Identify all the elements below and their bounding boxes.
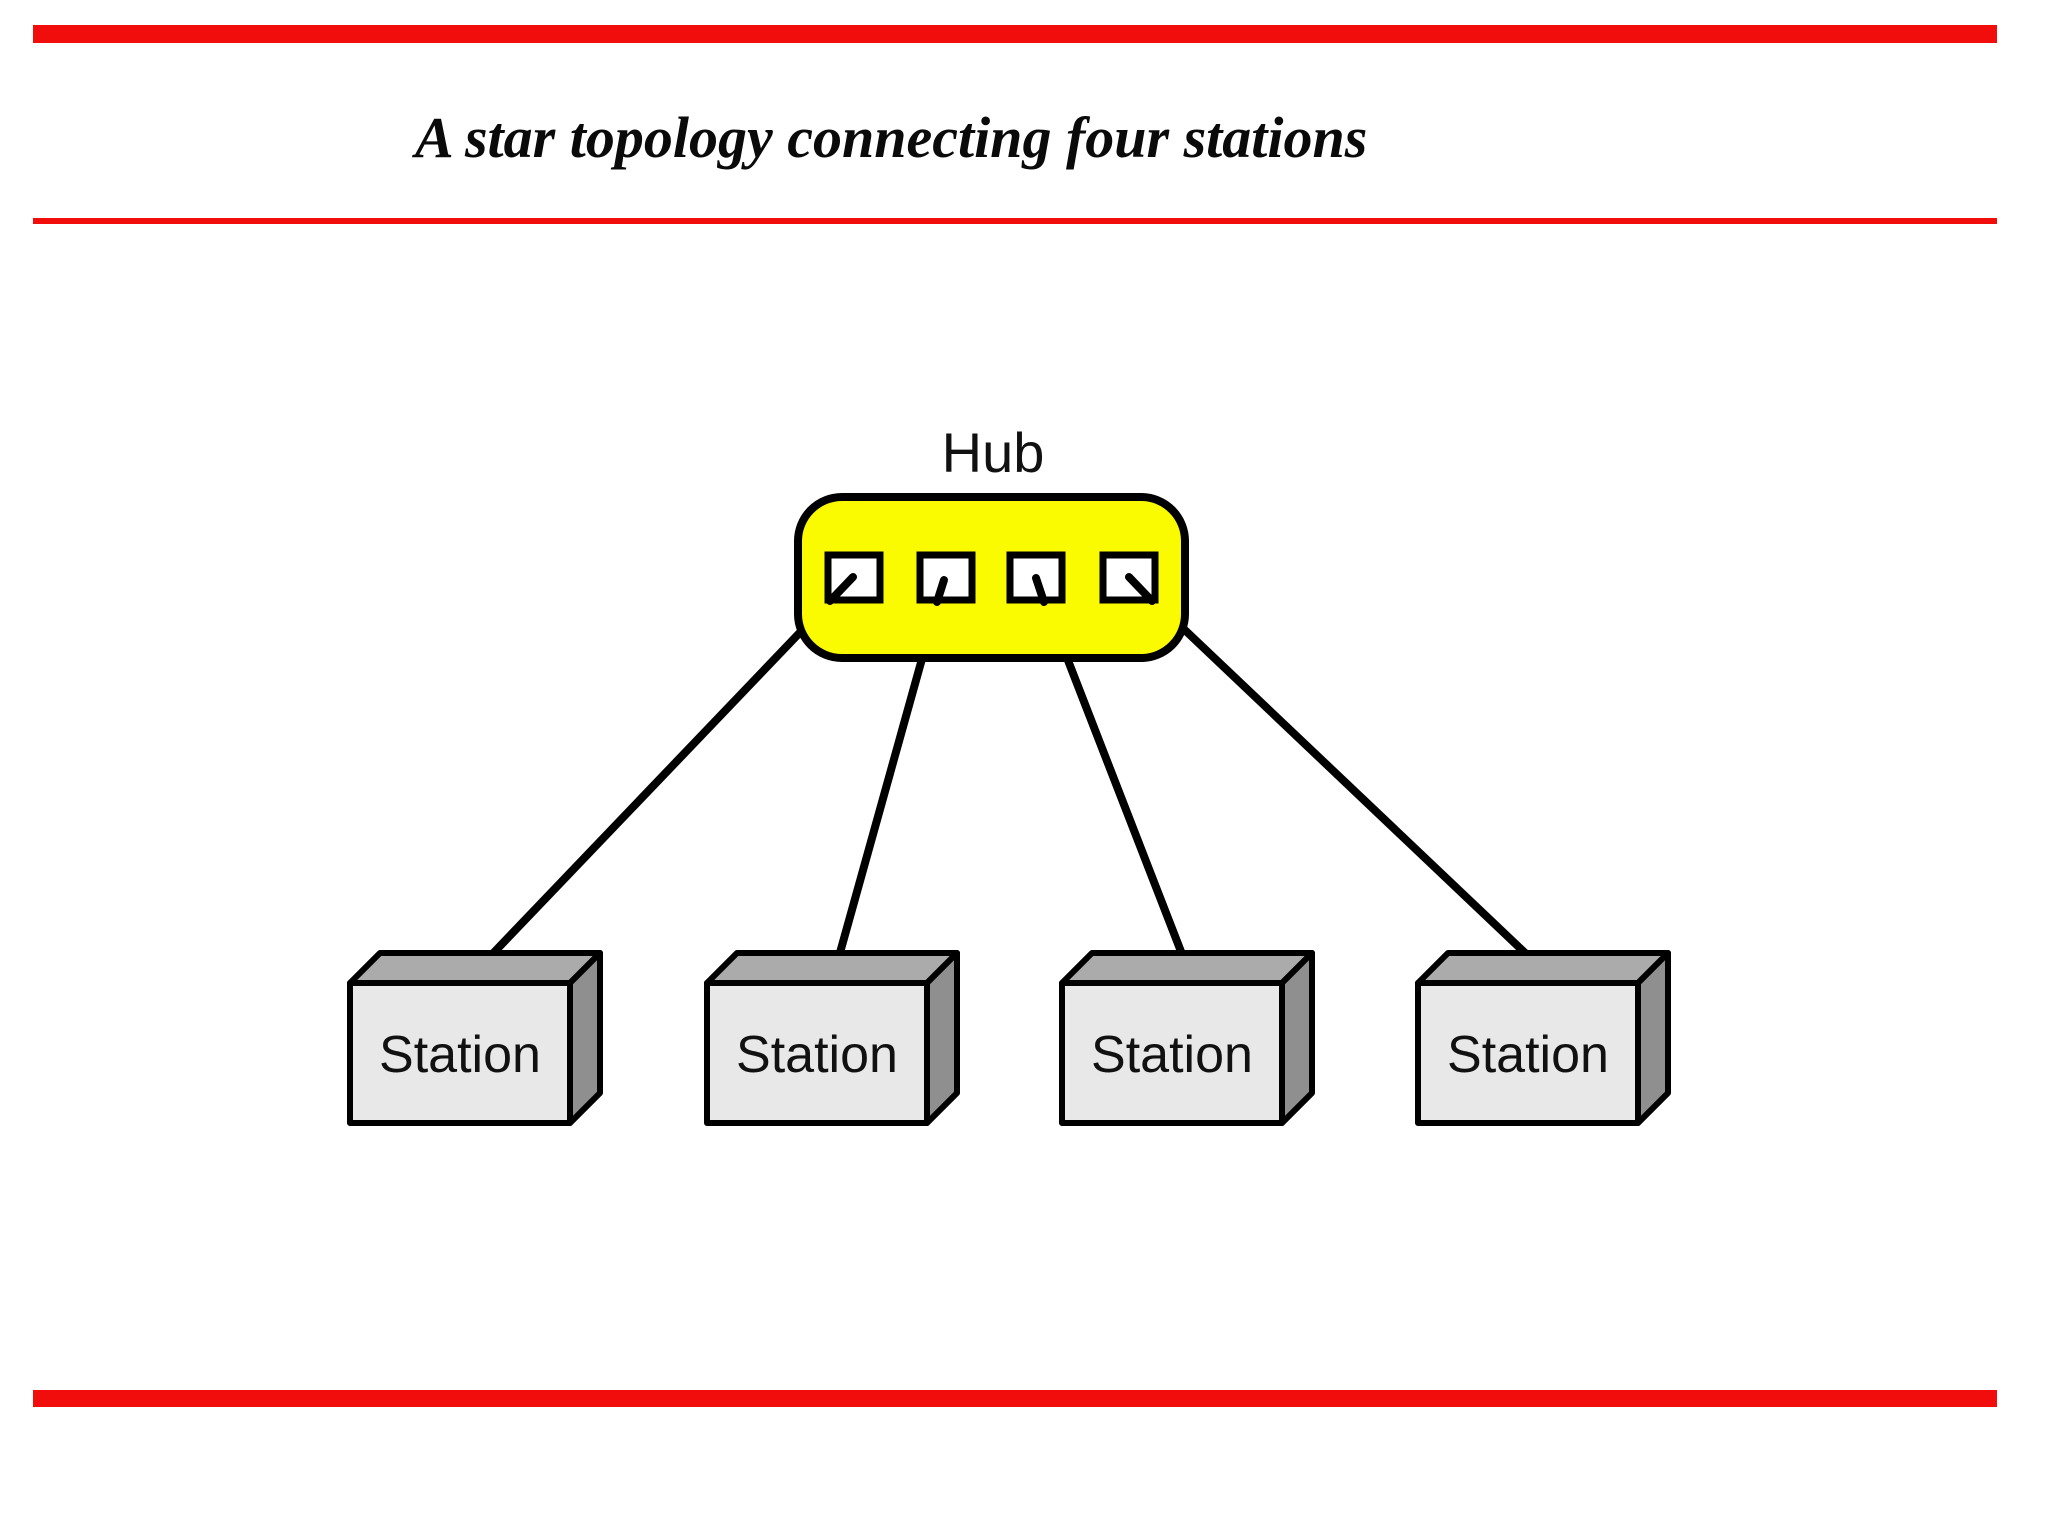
hub-port-3: [1006, 551, 1066, 604]
header-divider-line: [33, 218, 1997, 224]
station-2-front-face: [704, 980, 930, 1126]
port-stub-4: [1125, 573, 1156, 605]
station-box-2: Station: [704, 950, 960, 1126]
port-stub-1: [826, 573, 857, 605]
station-1-top-face: [347, 950, 603, 986]
station-1-label: Station: [379, 1026, 541, 1084]
page-title: A star topology connecting four stations: [412, 105, 1367, 170]
station-box-3: Station: [1059, 950, 1315, 1126]
station-4-label: Station: [1447, 1026, 1609, 1084]
station-4-side-face: [1635, 950, 1671, 1126]
station-2-side-face: [924, 950, 960, 1126]
station-2-top-face: [704, 950, 960, 986]
port-plug-stubs: [826, 573, 1156, 606]
station-2-label: Station: [736, 1026, 898, 1084]
station-3-label: Station: [1091, 1026, 1253, 1084]
station-box-1: Station: [347, 950, 603, 1126]
top-red-bar: [33, 25, 1997, 43]
port-stub-3: [1032, 574, 1048, 606]
hub-label: Hub: [942, 421, 1045, 484]
hub: [794, 493, 1189, 662]
station-4-top-face: [1415, 950, 1671, 986]
port-stub-2: [933, 576, 948, 606]
bottom-red-bar: [33, 1390, 1997, 1407]
connector-line-1: [476, 573, 857, 971]
station-3-side-face: [1279, 950, 1315, 1126]
station-1-front-face: [347, 980, 573, 1126]
station-3-front-face: [1059, 980, 1285, 1126]
station-1-side-face: [567, 950, 603, 1126]
station-box-4: Station: [1415, 950, 1671, 1126]
hub-body: [794, 493, 1189, 662]
station-3-top-face: [1059, 950, 1315, 986]
station-4-front-face: [1415, 980, 1641, 1126]
connector-line-4: [1125, 573, 1546, 973]
